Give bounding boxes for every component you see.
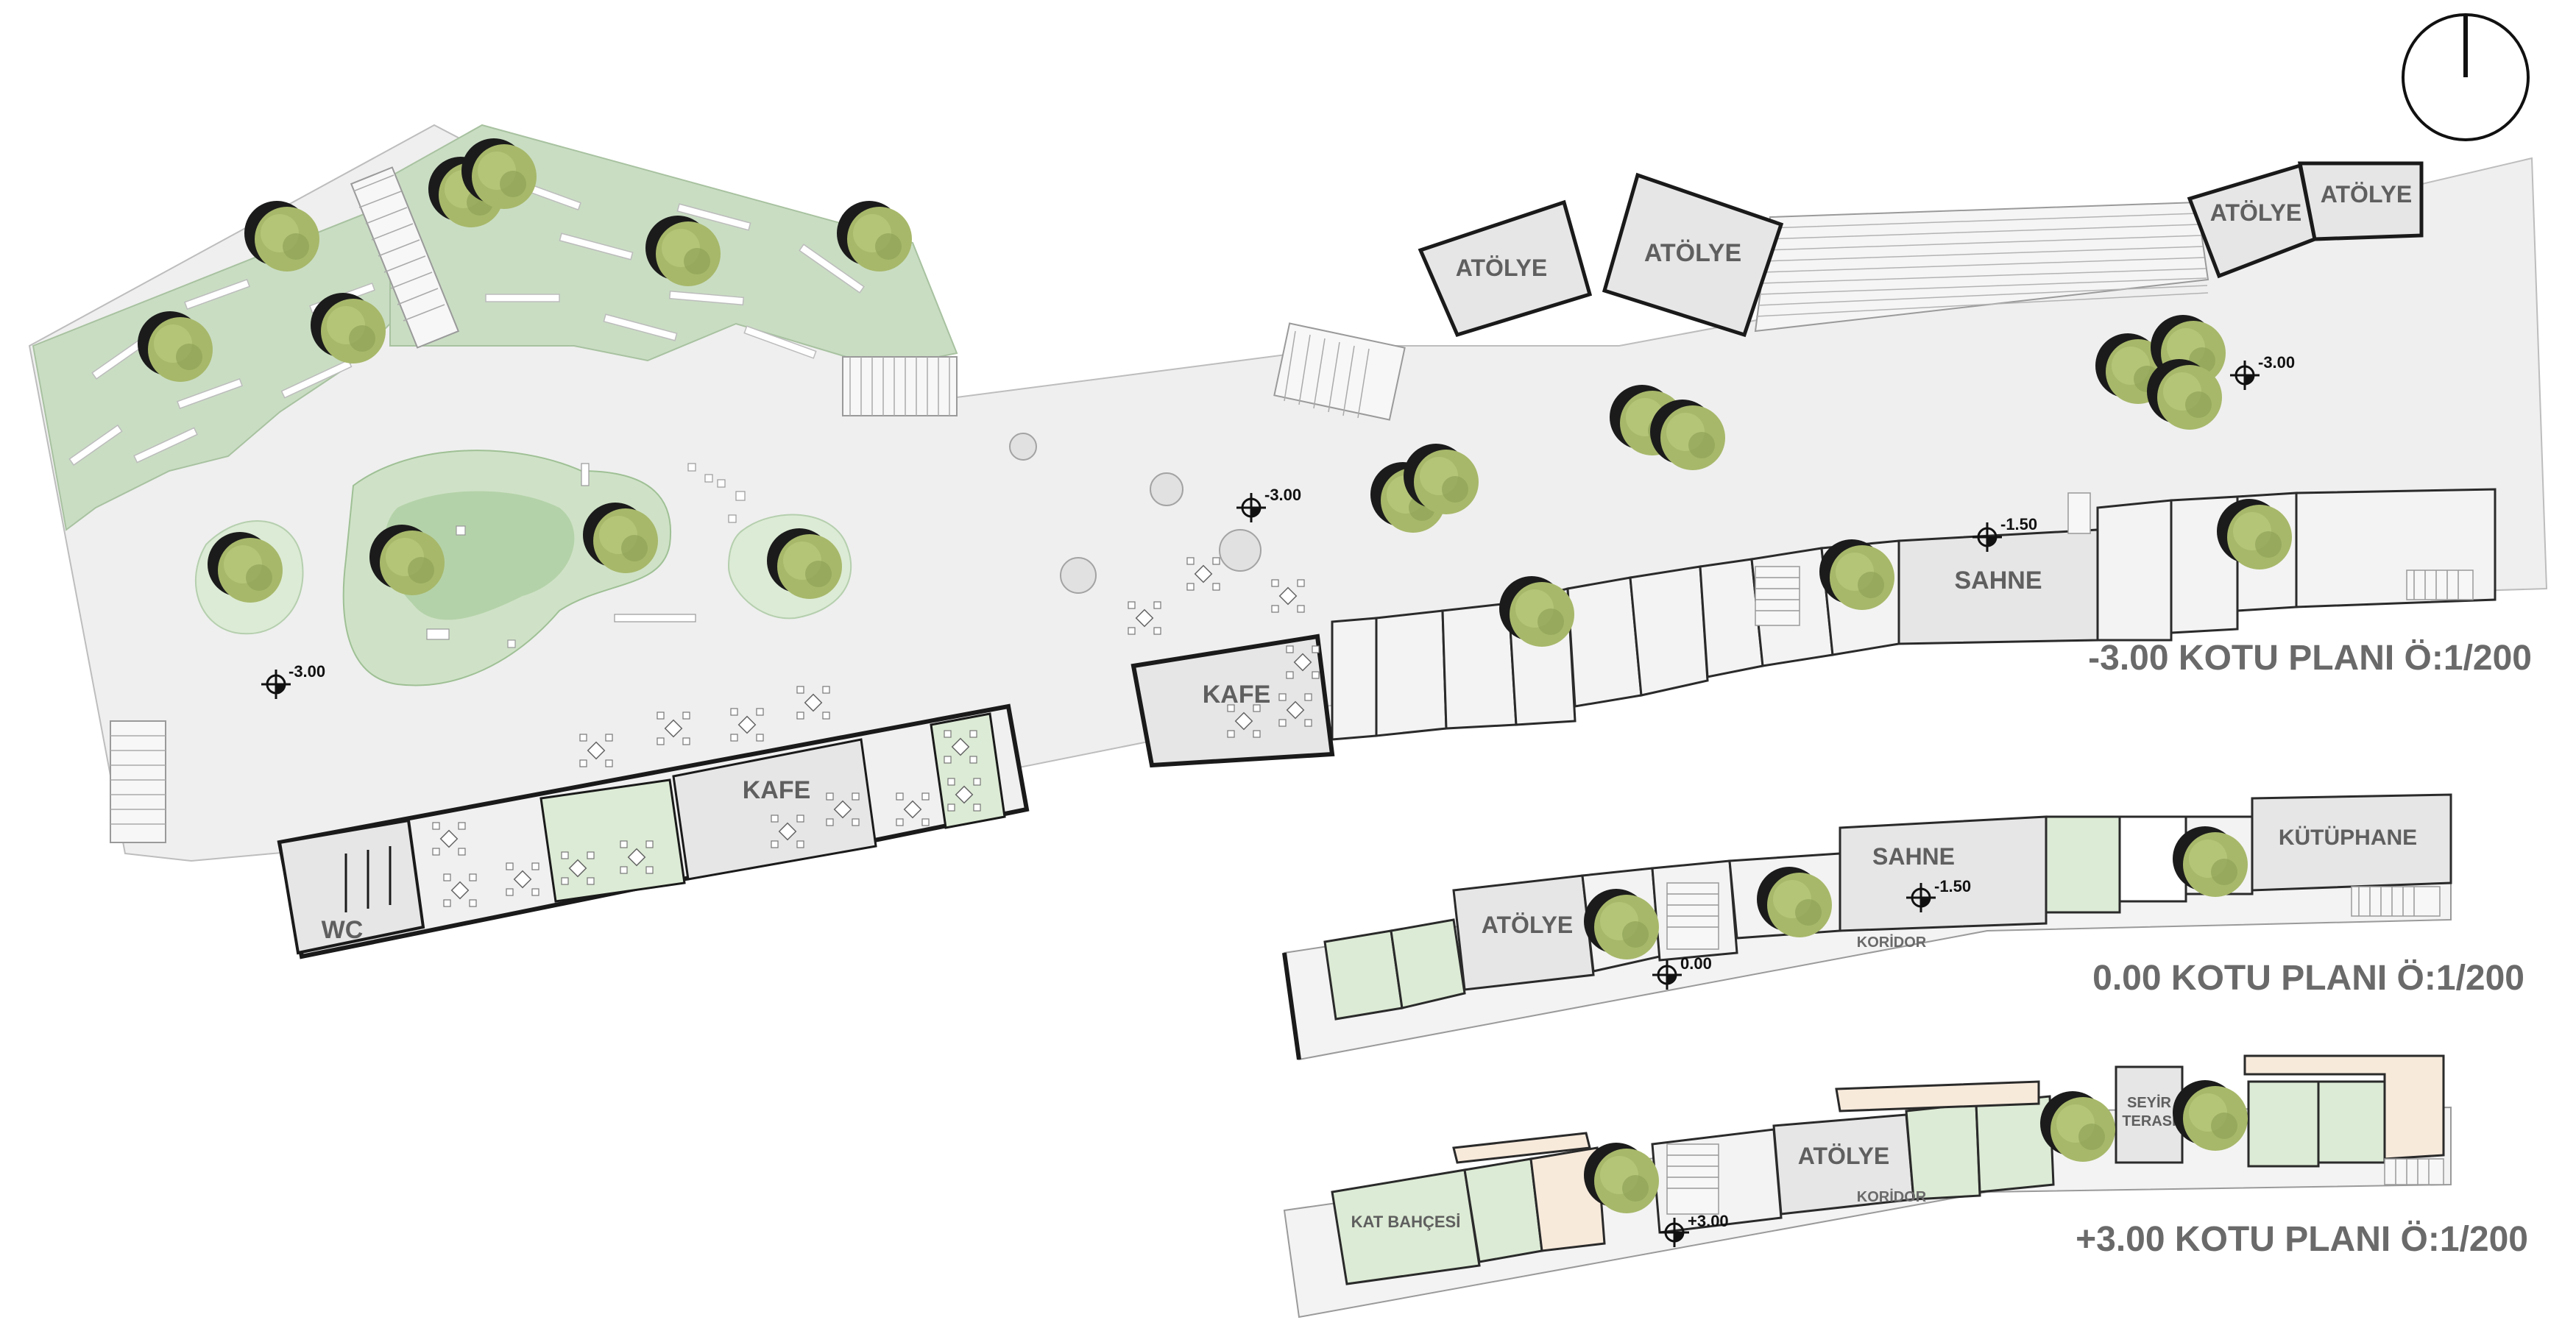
north-arrow-icon <box>2402 13 2530 141</box>
plan-title-plus3: +3.00 KOTU PLANI Ö:1/200 <box>2076 1220 2528 1259</box>
room-label-wc: WC <box>322 916 364 944</box>
room-label-kutuphane: KÜTÜPHANE <box>2279 826 2417 850</box>
plan-plus3: KAT BAHÇESİ ATÖLYE SEYİR TERASI KORİDOR … <box>1283 1054 2528 1319</box>
svg-text:+3.00: +3.00 <box>1688 1212 1729 1230</box>
plan-0: ATÖLYE SAHNE KÜTÜPHANE KORİDOR -1.50 0.0… <box>1282 793 2524 1061</box>
room-label-atolye-3: ATÖLYE <box>2210 199 2301 226</box>
room-label-atolye-1: ATÖLYE <box>1456 255 1547 281</box>
svg-text:-1.50: -1.50 <box>2000 515 2037 533</box>
room-label-sahne-minus3: SAHNE <box>1954 567 2042 595</box>
svg-text:-3.00: -3.00 <box>1264 486 1301 504</box>
room-label-atolye-4: ATÖLYE <box>2321 181 2412 207</box>
svg-text:-3.00: -3.00 <box>2258 353 2295 372</box>
svg-text:0.00: 0.00 <box>1680 954 1712 973</box>
room-label-kafe-east: KAFE <box>1203 681 1271 709</box>
room-strip-south <box>1331 488 2497 741</box>
room-label-terasi: TERASI <box>2122 1113 2176 1129</box>
svg-text:-1.50: -1.50 <box>1934 877 1971 895</box>
plan-minus3: ATÖLYE ATÖLYE ATÖLYE ATÖLYE <box>28 124 2548 959</box>
workshop-ne-3: ATÖLYE <box>2187 163 2317 279</box>
room-label-seyir: SEYİR <box>2127 1094 2172 1111</box>
stair-middle <box>1273 322 1406 421</box>
kafe-east: KAFE <box>1130 634 1335 768</box>
level-markers-minus3: -3.00 -3.00 -3.00 -1.50 <box>260 353 2295 700</box>
workshop-ne-2: ATÖLYE <box>1602 172 1784 338</box>
round-planters <box>1009 433 1262 594</box>
plan-title-0: 0.00 KOTU PLANI Ö:1/200 <box>2092 959 2524 998</box>
room-label-atolye-plus3: ATÖLYE <box>1798 1143 1889 1169</box>
park-stair <box>350 166 460 349</box>
amphitheater-steps <box>1754 201 2209 333</box>
stair-north <box>842 356 958 416</box>
room-label-kat-bahcesi: KAT BAHÇESİ <box>1351 1213 1461 1231</box>
plan-title-minus3: -3.00 KOTU PLANI Ö:1/200 <box>2088 639 2532 678</box>
room-label-atolye-0: ATÖLYE <box>1482 912 1573 938</box>
strip-stairs <box>1755 492 2474 626</box>
stair-west <box>110 720 166 843</box>
workshop-ne-1: ATÖLYE <box>1418 199 1593 338</box>
scattered-blocks <box>426 463 746 648</box>
rooms-0 <box>1323 793 2452 1021</box>
workshop-ne-4: ATÖLYE <box>2297 161 2424 241</box>
rooms-plus3 <box>1331 1054 2445 1285</box>
room-label-sahne-0: SAHNE <box>1872 843 1955 870</box>
room-label-koridor-plus3: KORİDOR <box>1857 1188 1927 1205</box>
room-label-atolye-2: ATÖLYE <box>1644 239 1741 267</box>
room-label-kafe-south: KAFE <box>743 776 811 804</box>
svg-text:-3.00: -3.00 <box>289 662 325 681</box>
room-label-koridor-0: KORİDOR <box>1857 934 1927 951</box>
